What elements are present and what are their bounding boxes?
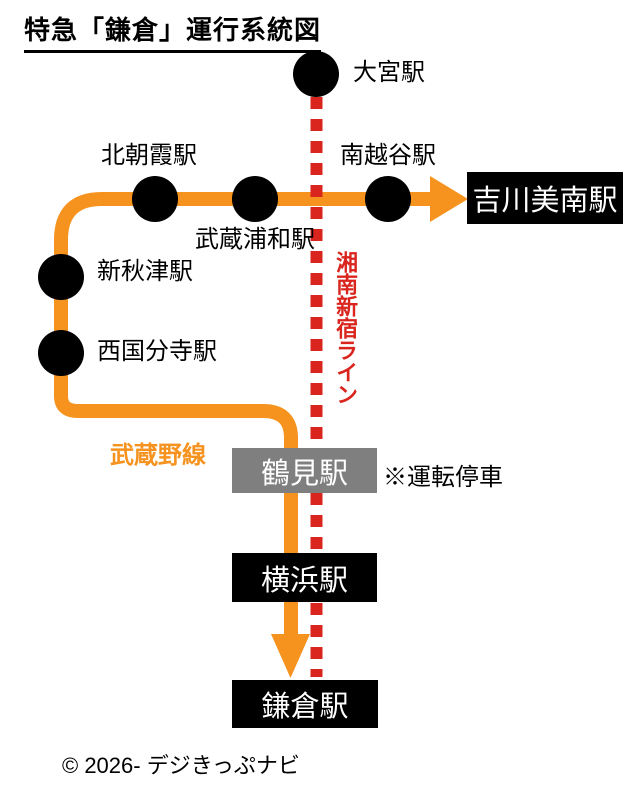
arrowhead-right-icon bbox=[430, 176, 468, 222]
station-label-omiya: 大宮駅 bbox=[353, 59, 425, 86]
line-label-shonan-shinjuku: 湘南新宿ライン bbox=[333, 251, 359, 405]
station-label-minami-koshigaya: 南越谷駅 bbox=[340, 142, 436, 169]
station-label-nishi-kokubunji: 西国分寺駅 bbox=[97, 338, 217, 365]
copyright-text: © 2026- デジきっぷナビ bbox=[62, 753, 300, 778]
station-label-musashi-urawa: 武蔵浦和駅 bbox=[195, 226, 315, 253]
station-dot-omiya bbox=[293, 51, 339, 97]
station-box-yokohama: 横浜駅 bbox=[232, 553, 377, 602]
station-label-shin-akitsu: 新秋津駅 bbox=[97, 258, 193, 285]
arrowhead-down-icon bbox=[271, 634, 310, 678]
line-label-musashino: 武蔵野線 bbox=[110, 442, 206, 469]
station-box-yoshikawaminami: 吉川美南駅 bbox=[467, 172, 623, 224]
station-dot-shin-akitsu bbox=[38, 254, 84, 300]
station-dot-musashi-urawa bbox=[232, 176, 278, 222]
operational-stop-note: ※運転停車 bbox=[383, 464, 503, 491]
station-box-tsurumi: 鶴見駅 bbox=[232, 448, 377, 493]
page-title: 特急「鎌倉」運行系統図 bbox=[24, 10, 322, 53]
musashino-line-path bbox=[54, 192, 436, 642]
station-dot-kita-asaka bbox=[132, 176, 178, 222]
station-dot-nishi-kokubunji bbox=[38, 330, 84, 376]
station-dot-minami-koshigaya bbox=[365, 176, 411, 222]
station-label-kita-asaka: 北朝霞駅 bbox=[101, 142, 197, 169]
station-box-kamakura: 鎌倉駅 bbox=[232, 680, 378, 728]
